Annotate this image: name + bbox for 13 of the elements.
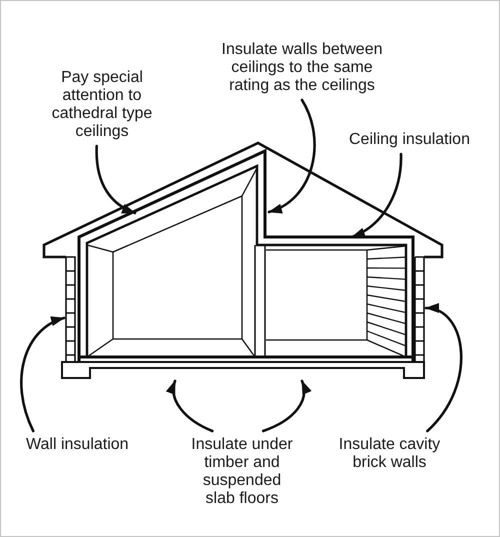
leader-arrow	[20, 316, 66, 432]
callout-label: Insulate walls between ceilings to the same rating as the ceilings	[217, 41, 387, 95]
callout-label: Insulate cavity brick walls	[332, 436, 447, 472]
leader-arrow	[262, 380, 311, 432]
callout-label: Wall insulation	[26, 436, 129, 454]
leader-arrow	[95, 144, 136, 214]
leader-arrow	[166, 380, 214, 432]
callout-label: Pay special attention to cathedral type ceilings	[49, 69, 155, 141]
leader-arrow	[424, 305, 462, 432]
callout-label: Insulate under timber and suspended slab floors	[189, 436, 295, 508]
leader-arrow	[268, 98, 316, 214]
leader-arrow	[350, 152, 402, 238]
callout-label: Ceiling insulation	[349, 131, 470, 149]
